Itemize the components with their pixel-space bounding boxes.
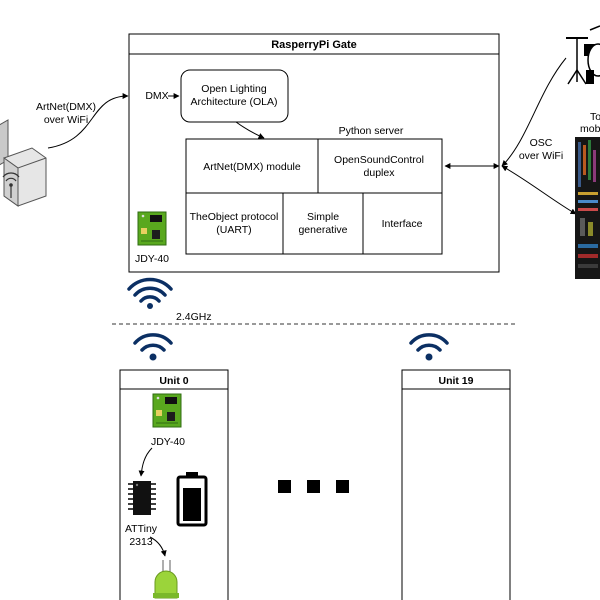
mobile-controller-image — [575, 137, 600, 279]
artnet-module-label: ArtNet(DMX) module — [203, 161, 301, 173]
theobject-label-line2: (UART) — [216, 224, 251, 236]
artnet-label-line1: ArtNet(DMX) — [36, 101, 96, 113]
unit-0-title: Unit 0 — [159, 375, 188, 387]
led-icon — [153, 560, 179, 599]
simple-generative-line1: Simple — [307, 211, 339, 223]
gate-title: RasperryPi Gate — [271, 39, 357, 51]
battery-icon — [176, 472, 208, 527]
osc-wifi-upper-connector — [501, 57, 567, 167]
unit-19-title: Unit 19 — [438, 375, 473, 387]
artnet-label-line2: over WiFi — [44, 114, 88, 126]
unit-19-box: Unit 19 — [401, 369, 511, 600]
osc-module-line1: OpenSoundControl — [334, 154, 424, 166]
attiny-label-line1: ATTiny — [125, 523, 158, 535]
osc-wifi-label-line2: over WiFi — [519, 150, 563, 162]
router-icon — [0, 119, 47, 207]
osc-wifi-lower-connector — [501, 165, 577, 215]
ellipsis-icon — [278, 480, 349, 493]
wifi-icon — [409, 333, 449, 361]
ola-to-artnet-connector — [235, 121, 265, 139]
interface-label: Interface — [382, 218, 423, 230]
attiny-chip-icon — [128, 481, 156, 515]
jdy40-unit-icon — [152, 393, 182, 428]
python-server-grid — [185, 138, 443, 255]
drum-kit-icon — [566, 25, 600, 85]
ola-label-line2: Architecture (OLA) — [191, 96, 278, 108]
mcu-to-led-connector — [149, 536, 167, 557]
wifi-icon — [133, 333, 173, 361]
wireless-icon — [127, 277, 173, 309]
frequency-label: 2.4GHz — [176, 311, 212, 323]
attiny-label-line2: 2313 — [129, 536, 153, 548]
mobile-label-line1: To — [590, 111, 600, 123]
dmx-label: DMX — [145, 90, 168, 102]
jdy40-gate-icon — [137, 211, 167, 246]
python-server-label: Python server — [339, 125, 404, 137]
jdy-to-mcu-connector — [138, 447, 153, 477]
ola-box: Open Lighting Architecture (OLA) — [180, 69, 289, 123]
mobile-label-line2: mob — [580, 123, 600, 135]
theobject-label-line1: TheObject protocol — [190, 211, 279, 223]
jdy40-unit-label: JDY-40 — [151, 436, 185, 448]
osc-module-line2: duplex — [364, 167, 396, 179]
jdy40-gate-label: JDY-40 — [135, 253, 169, 265]
osc-wifi-label-line1: OSC — [530, 137, 553, 149]
simple-generative-line2: generative — [298, 224, 347, 236]
artnet-connector — [47, 93, 129, 149]
ola-label-line1: Open Lighting — [201, 83, 267, 95]
